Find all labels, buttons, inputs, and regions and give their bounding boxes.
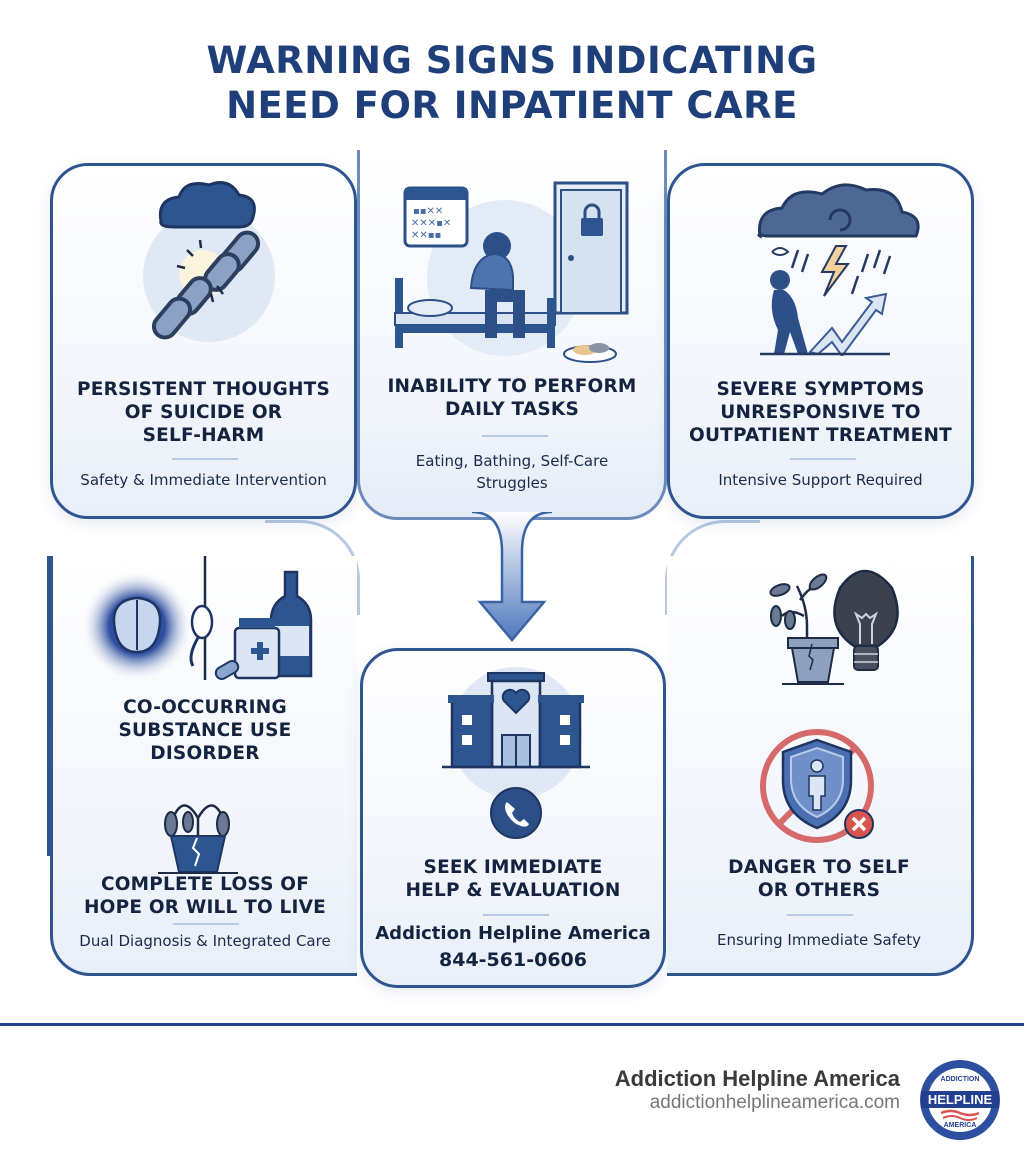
storm-cloud-person-icon — [757, 183, 920, 356]
card-danger: DANGER TO SELF OR OTHERS Ensuring Immedi… — [667, 556, 974, 976]
svg-text:AMERICA: AMERICA — [944, 1122, 977, 1129]
card-subtitle: Dual Diagnosis & Integrated Care — [79, 932, 331, 950]
card-substance-left-edge — [47, 556, 50, 856]
svg-text:✕✕✕▪✕: ✕✕✕▪✕ — [411, 218, 451, 229]
card-title: DANGER TO SELF OR OTHERS — [728, 857, 910, 901]
divider — [787, 914, 853, 916]
helpline-phone[interactable]: 844-561-0606 — [439, 949, 587, 971]
phone-icon[interactable] — [489, 786, 543, 840]
helpline-logo-icon: HELPLINE ADDICTION AMERICA — [920, 1060, 1000, 1140]
card-suicide-thoughts: PERSISTENT THOUGHTS OF SUICIDE OR SELF-H… — [50, 163, 357, 519]
card-title: INABILITY TO PERFORM DAILY TASKS — [387, 376, 637, 420]
card-subtitle: Ensuring Immediate Safety — [716, 931, 922, 949]
hospital-icon — [442, 667, 590, 799]
plant-lightbulb-icon — [769, 569, 899, 685]
title-line-2: NEED FOR INPATIENT CARE — [226, 84, 798, 127]
card-severe-symptoms: SEVERE SYMPTOMS UNRESPONSIVE TO OUTPATIE… — [667, 163, 974, 519]
divider — [790, 458, 856, 460]
divider — [483, 914, 549, 916]
svg-text:ADDICTION: ADDICTION — [941, 1076, 980, 1083]
connector-right — [665, 520, 760, 615]
card-title-secondary: COMPLETE LOSS OF HOPE OR WILL TO LIVE — [84, 874, 326, 918]
card-co-occurring-substance: CO-OCCURRING SUBSTANCE USE DISORDER COMP… — [50, 556, 357, 976]
wilted-plant-icon — [158, 804, 238, 874]
card-title: PERSISTENT THOUGHTS OF SUICIDE OR SELF-H… — [76, 379, 331, 446]
card-title: CO-OCCURRING SUBSTANCE USE DISORDER — [118, 697, 292, 764]
footer-brand: Addiction Helpline America addictionhelp… — [615, 1066, 900, 1114]
person-on-bed-icon: ▪▪✕✕✕✕✕▪✕✕✕▪▪ — [394, 181, 629, 363]
page-title: WARNING SIGNS INDICATING NEED FOR INPATI… — [0, 38, 1024, 128]
card-title: SEEK IMMEDIATE HELP & EVALUATION — [405, 857, 621, 901]
brand-name: Addiction Helpline America — [614, 1066, 900, 1091]
connector-left — [265, 520, 360, 615]
helpline-org: Addiction Helpline America — [375, 923, 651, 944]
broken-chain-icon — [143, 181, 275, 342]
divider — [172, 458, 238, 460]
svg-text:▪▪✕✕: ▪▪✕✕ — [413, 206, 443, 217]
divider — [482, 435, 548, 437]
card-title: SEVERE SYMPTOMS UNRESPONSIVE TO OUTPATIE… — [689, 379, 952, 446]
card-seek-help: SEEK IMMEDIATE HELP & EVALUATION Addicti… — [360, 648, 666, 988]
brand-url[interactable]: addictionhelplineamerica.com — [649, 1092, 900, 1113]
card-subtitle: Safety & Immediate Intervention — [80, 471, 327, 489]
shield-prohibited-icon — [760, 729, 874, 843]
svg-text:✕✕▪▪: ✕✕▪▪ — [411, 230, 441, 241]
card-daily-tasks: ▪▪✕✕✕✕✕▪✕✕✕▪▪ INABILITY TO PERFORM DAILY… — [357, 150, 667, 520]
card-subtitle: Eating, Bathing, Self-Care Struggles — [415, 452, 609, 492]
card-danger-right-edge — [971, 556, 974, 856]
title-line-1: WARNING SIGNS INDICATING — [206, 39, 818, 82]
down-arrow-icon — [471, 512, 553, 642]
svg-text:HELPLINE: HELPLINE — [928, 1092, 993, 1107]
brain-rope-bottle-icon — [81, 556, 313, 682]
divider — [173, 923, 239, 925]
footer-divider — [0, 1023, 1024, 1026]
card-subtitle: Intensive Support Required — [718, 471, 923, 489]
